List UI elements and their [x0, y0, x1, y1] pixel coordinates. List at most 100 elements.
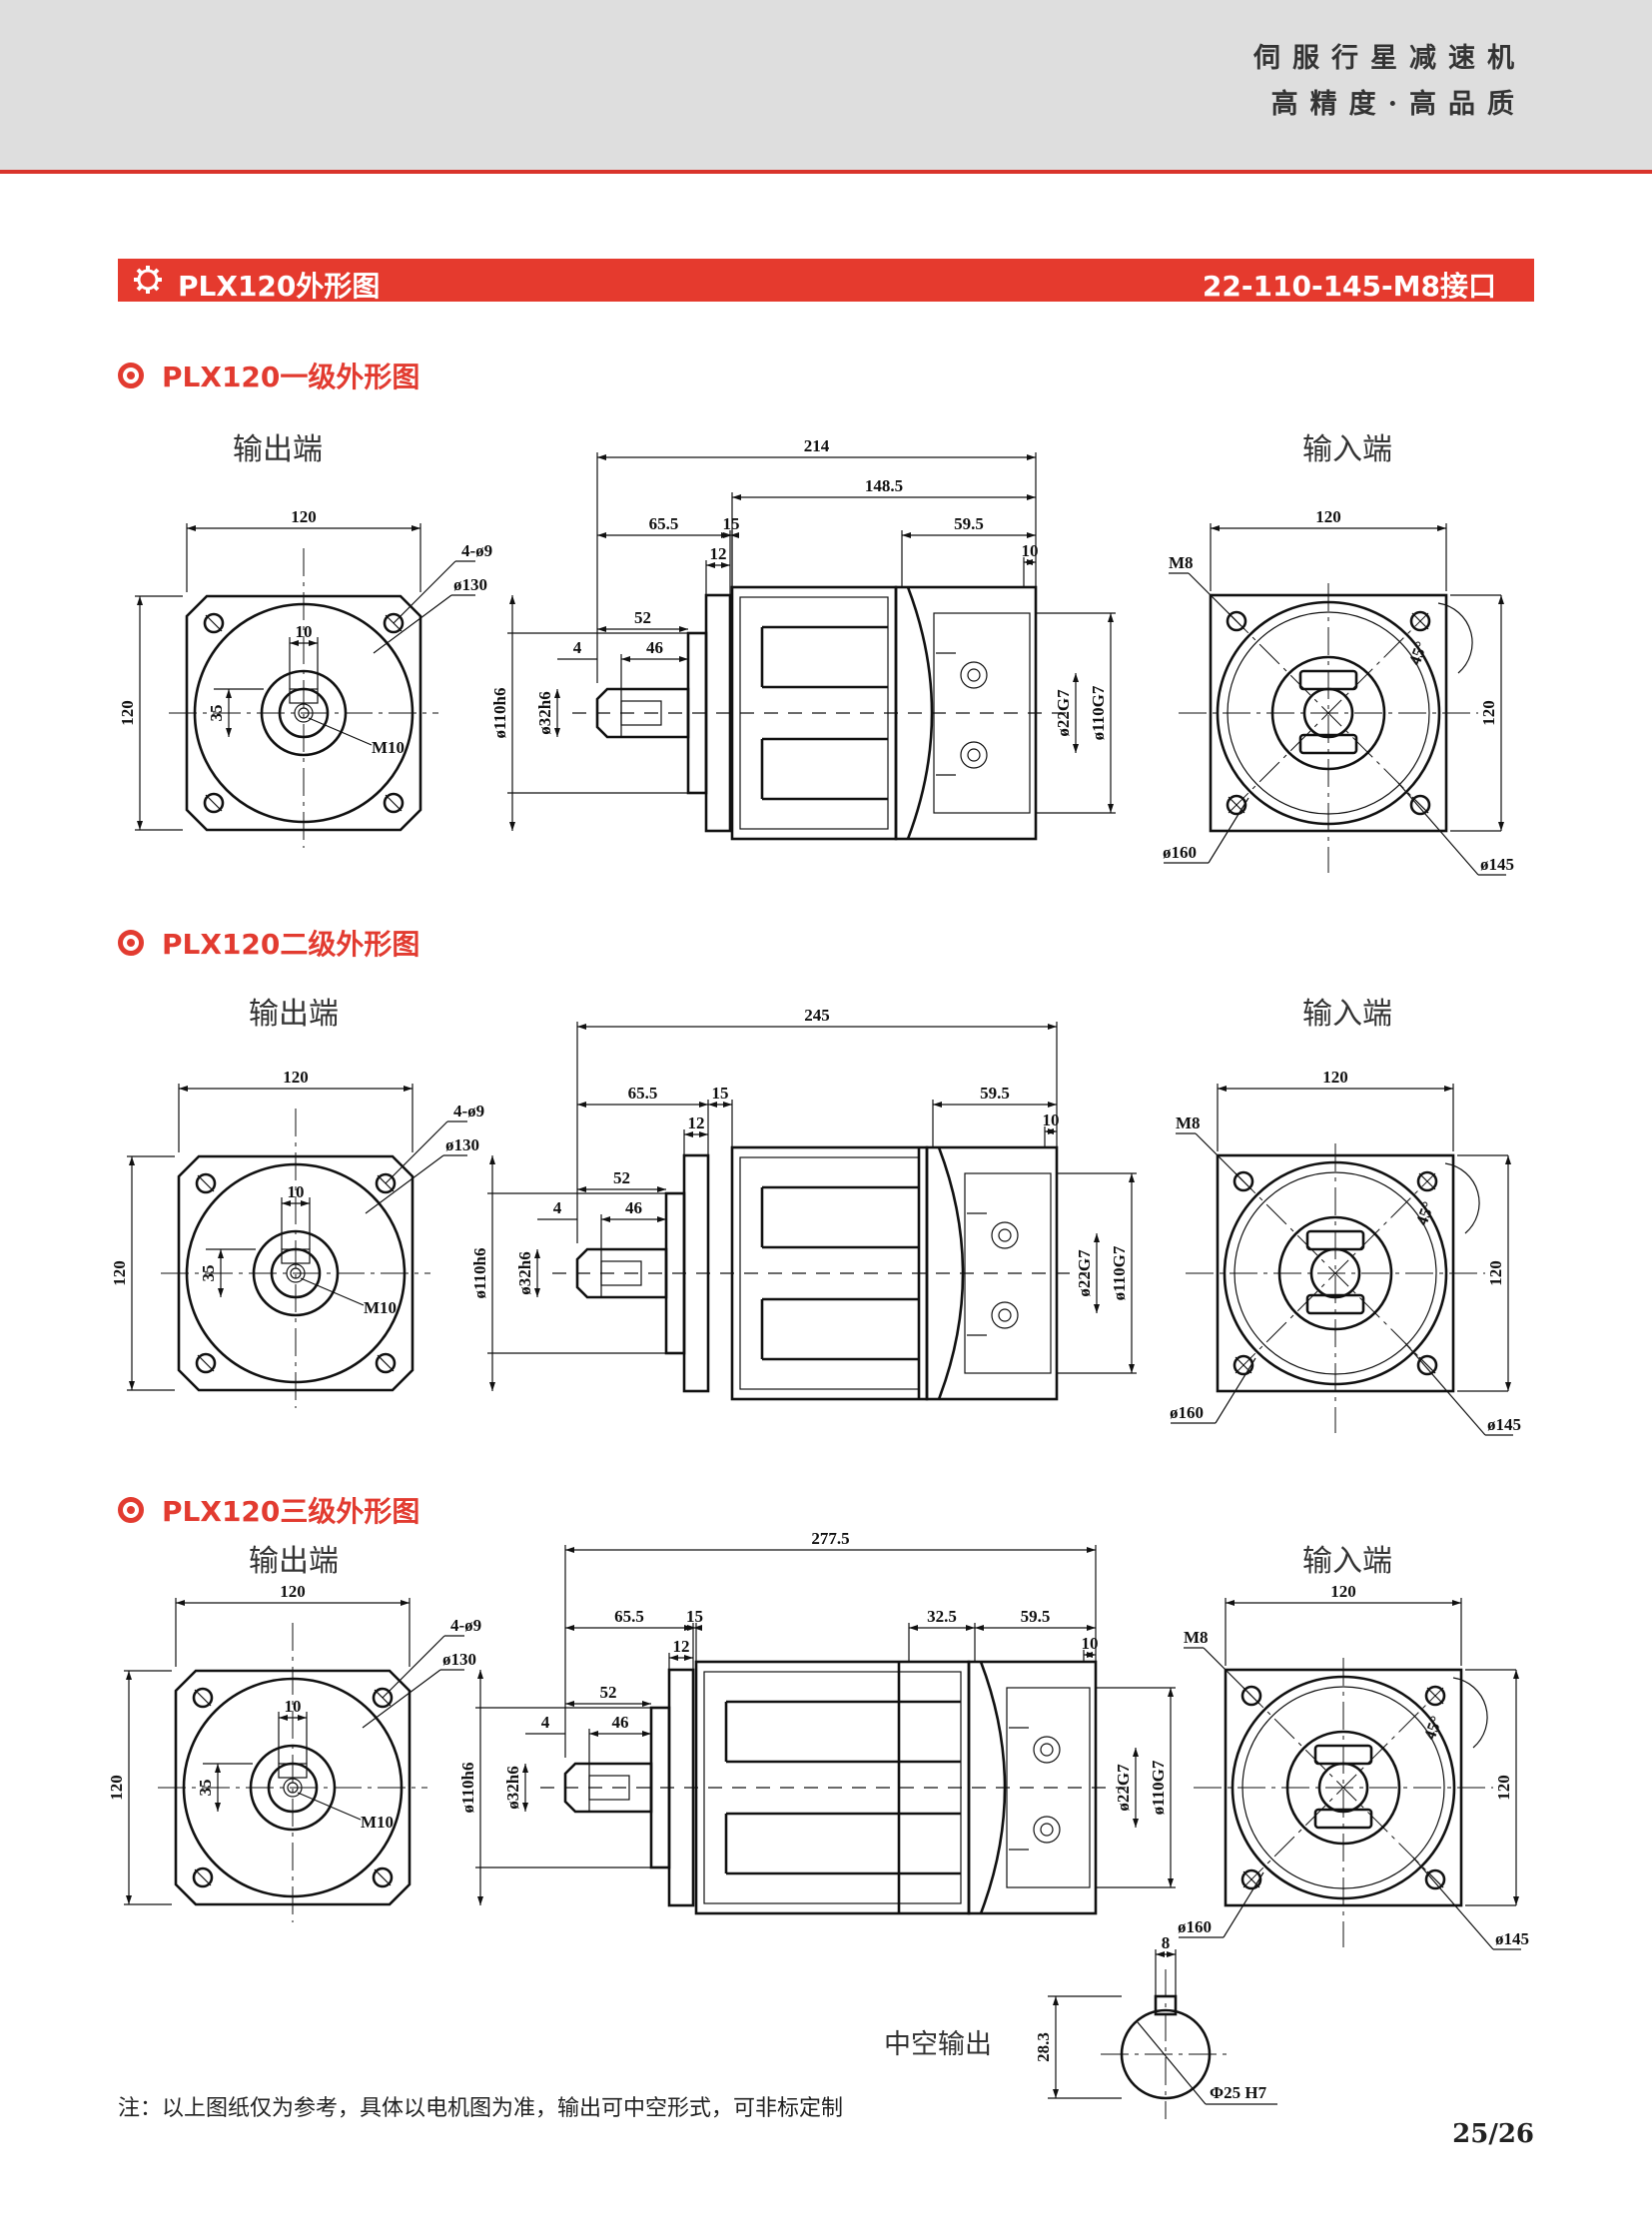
- dim-arrow: [642, 1731, 651, 1737]
- leader: [1397, 782, 1479, 876]
- dim-arrow: [589, 1731, 598, 1737]
- clamp-hole: [991, 1301, 1019, 1329]
- dim-key-width: 10: [296, 622, 313, 641]
- dim-arrow: [298, 1715, 307, 1721]
- dim-arrow: [1444, 1086, 1453, 1092]
- leader: [393, 560, 456, 624]
- dim-arrow: [509, 595, 515, 604]
- dim-arrow: [412, 525, 420, 531]
- mount-hole: [1240, 1685, 1262, 1707]
- dim-arrow: [1087, 1652, 1096, 1658]
- dim-shaft-dia: ø32h6: [535, 691, 554, 734]
- bullet-icon: [118, 930, 144, 956]
- dim-arrow: [1048, 1128, 1057, 1134]
- dim-arrow: [129, 1381, 135, 1390]
- dim-arrow: [554, 689, 560, 698]
- dim-arrow: [679, 656, 688, 662]
- label-thread: M10: [372, 738, 405, 757]
- dim-arrow: [522, 1803, 528, 1812]
- input-end-label-3: 输入端: [1302, 1544, 1392, 1579]
- leader: [1203, 1647, 1252, 1697]
- dim-arrow: [597, 454, 606, 460]
- clamp-hole: [960, 661, 988, 689]
- dim-arrow: [1133, 1819, 1139, 1828]
- dim-body-length: 148.5: [865, 476, 903, 495]
- dim-arrow: [966, 1625, 975, 1631]
- bolt-hole: [192, 1866, 214, 1888]
- clamp-hole-inner: [967, 748, 981, 762]
- dim-shaft-dia: ø32h6: [515, 1251, 534, 1294]
- leader: [373, 594, 452, 654]
- dim-46: 46: [646, 638, 663, 657]
- dim-arrow: [1211, 525, 1220, 531]
- dim-arrow: [1168, 1878, 1174, 1887]
- mount-hole: [1233, 1170, 1254, 1192]
- dim-arrow: [730, 532, 739, 538]
- dim-pilot: ø110h6: [490, 687, 509, 738]
- leader: [382, 1635, 445, 1699]
- dim-input-height: 120: [1494, 1775, 1513, 1801]
- dim-arrow: [534, 1249, 540, 1258]
- dim-arrow: [226, 728, 232, 737]
- dim-arrow: [597, 626, 606, 632]
- label-holes: 4-ø9: [453, 1102, 484, 1120]
- label-pcd: ø130: [442, 1650, 476, 1669]
- dim-12: 12: [673, 1637, 690, 1656]
- leader: [1188, 572, 1238, 622]
- dim-arrow: [126, 1895, 132, 1904]
- dim-overall-length: 245: [804, 1006, 830, 1025]
- leader: [1137, 2021, 1207, 2105]
- dim-shaft-dia: ø32h6: [503, 1766, 522, 1809]
- bolt-hole-mark: [194, 1689, 212, 1707]
- dim-arrow: [1513, 1670, 1519, 1679]
- section-title-2: PLX120二级外形图: [118, 923, 419, 963]
- dim-input-pilot: ø110G7: [1149, 1760, 1168, 1815]
- bolt-hole: [383, 792, 405, 814]
- dim-arrow: [706, 562, 715, 568]
- gear-icon: [134, 266, 162, 294]
- label-d160: ø160: [1178, 1917, 1212, 1936]
- section-title-1: PLX120一级外形图: [118, 356, 419, 395]
- section-banner: PLX120外形图 22-110-145-M8接口: [118, 259, 1534, 303]
- dim-arrow: [732, 494, 741, 500]
- leader: [365, 1154, 444, 1214]
- page-number: 25/26: [1452, 2119, 1534, 2149]
- dim-arrow: [489, 1382, 495, 1391]
- dim-arrow: [522, 1764, 528, 1773]
- dim-hollow-key: 8: [1162, 1933, 1171, 1952]
- dim-12: 12: [710, 544, 727, 563]
- dim-input-bore: ø22G7: [1075, 1249, 1094, 1297]
- output-end-label-1: 输出端: [233, 432, 323, 467]
- clamp-hole: [1033, 1736, 1061, 1764]
- dim-shaft-height: 35: [207, 705, 226, 722]
- dim-arrow: [1108, 804, 1114, 813]
- dim-input-bore: ø22G7: [1114, 1764, 1133, 1812]
- dim-arrow: [137, 596, 143, 605]
- dim-pilot: ø110h6: [470, 1247, 489, 1298]
- dim-input-pilot: ø110G7: [1089, 685, 1108, 740]
- output-end-label-3: 输出端: [249, 1544, 339, 1579]
- bolt-hole-mark: [385, 794, 403, 812]
- dim-15: 15: [686, 1607, 703, 1626]
- dim-arrow: [137, 821, 143, 830]
- dim-arrow: [1048, 1102, 1057, 1108]
- dim-52: 52: [613, 1168, 630, 1187]
- dim-arrow: [699, 1131, 708, 1137]
- dim-59: 59.5: [1021, 1607, 1051, 1626]
- leader: [1404, 1342, 1486, 1436]
- banner-title: PLX120外形图: [178, 270, 381, 303]
- dim-arrow: [687, 1625, 696, 1631]
- leader: [362, 1669, 441, 1729]
- dim-arrow: [554, 728, 560, 737]
- label-hollow-bore: Φ25 H7: [1210, 2083, 1267, 2102]
- clamp-hole: [991, 1221, 1019, 1249]
- output-end-label-2: 输出端: [249, 997, 339, 1032]
- dim-4: 4: [541, 1713, 550, 1732]
- dim-arrow: [1027, 454, 1036, 460]
- leader: [1223, 1871, 1264, 1938]
- bolt-hole: [203, 792, 225, 814]
